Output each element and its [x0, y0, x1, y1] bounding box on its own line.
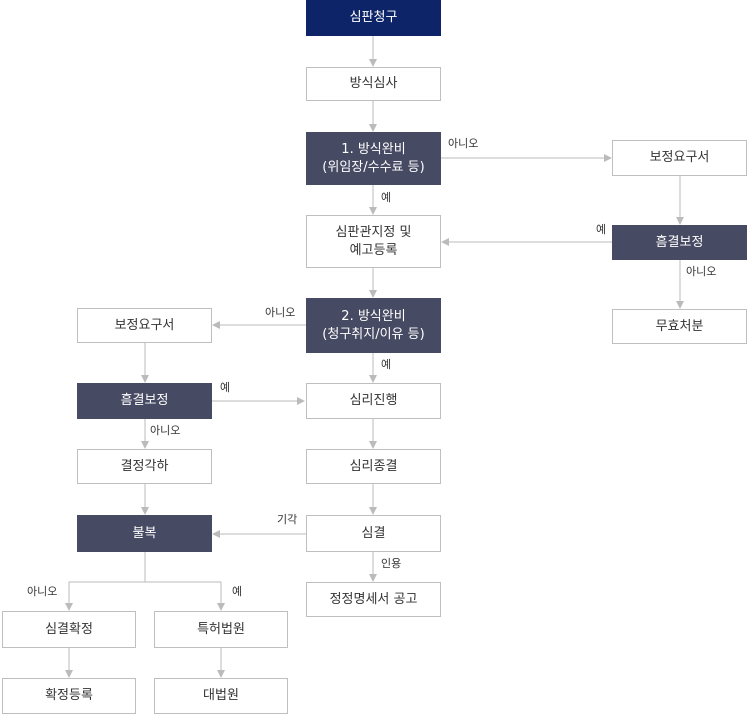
- node-publication: 정정명세서 공고: [306, 582, 441, 617]
- node-formality-review: 방식심사: [306, 67, 441, 101]
- node-amendment-order-left: 보정요구서: [77, 308, 212, 343]
- node-nullity: 무효처분: [612, 309, 747, 344]
- node-hearing: 심리진행: [306, 383, 441, 419]
- node-dismissal-label: 결정각하: [120, 458, 169, 474]
- node-trial-decision: 심결: [306, 515, 441, 552]
- node-amendment-order-right: 보정요구서: [612, 140, 747, 176]
- node-hearing-close: 심리종결: [306, 449, 441, 484]
- node-supreme-court-label: 대법원: [203, 688, 239, 703]
- node-hearing-label: 심리진행: [349, 393, 398, 408]
- node-defect-amended-left-label: 흠결보정: [120, 393, 169, 408]
- label-no-check1: 아니오: [448, 137, 479, 150]
- label-no-left: 아니오: [150, 424, 181, 437]
- label-no-check2: 아니오: [265, 306, 296, 319]
- node-trial-decision-label: 심결: [361, 525, 386, 541]
- node-publication-label: 정정명세서 공고: [329, 591, 418, 607]
- node-defect-amended-left: 흠결보정: [77, 383, 212, 419]
- label-no-right: 아니오: [686, 265, 717, 278]
- node-appeal: 불복: [77, 515, 212, 552]
- node-request: 심판청구: [306, 0, 441, 36]
- label-yes-right: 예: [596, 223, 607, 236]
- label-yes-check1: 예: [381, 191, 392, 204]
- label-accepted: 인용: [381, 557, 402, 570]
- node-formality-check-1-label: 1. 방식완비 (위임장/수수료 등): [322, 141, 425, 175]
- node-amendment-order-right-label: 보정요구서: [649, 150, 710, 165]
- node-defect-amended-right: 흠결보정: [612, 225, 747, 260]
- label-rejected: 기각: [277, 513, 298, 526]
- node-appeal-label: 불복: [132, 525, 157, 541]
- label-no-bottom: 아니오: [27, 585, 58, 598]
- node-defect-amended-right-label: 흠결보정: [655, 234, 704, 250]
- node-assign-judge-label: 심판관지정 및 예고등록: [335, 224, 412, 258]
- node-amendment-order-left-label: 보정요구서: [114, 317, 175, 333]
- node-nullity-label: 무효처분: [655, 318, 704, 334]
- node-finalized: 심결확정: [2, 611, 136, 648]
- node-final-registration-label: 확정등록: [45, 688, 93, 703]
- arrow-appeal-to-patent-court: [145, 581, 222, 610]
- label-yes-check2: 예: [381, 358, 392, 371]
- node-finalized-label: 심결확정: [45, 621, 93, 637]
- arrow-appeal-to-finalized: [65, 552, 146, 611]
- node-assign-judge: 심판관지정 및 예고등록: [306, 215, 441, 268]
- label-yes-bottom: 예: [232, 585, 243, 598]
- node-dismissal: 결정각하: [77, 449, 212, 484]
- node-patent-court: 특허법원: [154, 611, 288, 648]
- node-supreme-court: 대법원: [154, 678, 288, 714]
- node-final-registration: 확정등록: [2, 678, 136, 714]
- node-formality-check-2: 2. 방식완비 (청구취지/이유 등): [306, 298, 441, 353]
- node-hearing-close-label: 심리종결: [349, 458, 398, 474]
- node-formality-review-label: 방식심사: [349, 76, 398, 91]
- node-formality-check-2-label: 2. 방식완비 (청구취지/이유 등): [322, 308, 425, 342]
- node-patent-court-label: 특허법원: [197, 621, 245, 637]
- node-formality-check-1: 1. 방식완비 (위임장/수수료 등): [306, 132, 441, 185]
- label-yes-left: 예: [220, 381, 231, 394]
- node-request-label: 심판청구: [349, 10, 398, 25]
